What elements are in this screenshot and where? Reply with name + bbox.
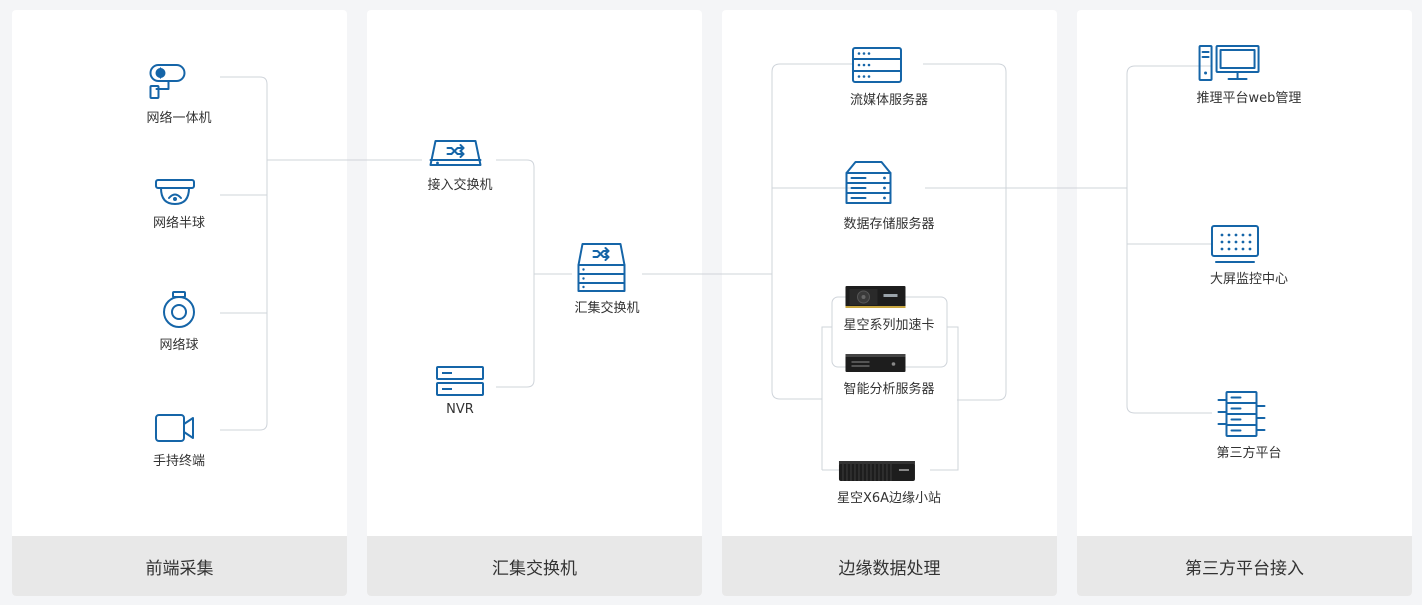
node-big-screen: 大屏监控中心 [1210,224,1288,287]
stage-aggregation-switch: 汇集交换机 [367,10,702,596]
node-dome-camera: 网络半球 [153,176,205,231]
stage-title: 第三方平台接入 [1077,536,1412,596]
node-network-camera: 网络一体机 [146,61,212,126]
edge-box-icon [837,459,941,483]
node-label: 星空系列加速卡 [843,318,935,333]
node-label: 推理平台web管理 [1196,91,1302,106]
node-streaming-server: 流媒体服务器 [850,45,928,108]
stage-title: 边缘数据处理 [722,536,1057,596]
node-label: 手持终端 [152,454,206,469]
bullet-camera-icon [146,61,211,103]
node-label: 智能分析服务器 [843,382,935,397]
node-label: 大屏监控中心 [1209,272,1289,287]
stage-title: 前端采集 [12,536,347,596]
node-accel-card: 星空系列加速卡 [843,284,935,333]
node-access-switch: 接入交换机 [427,138,493,193]
stacked-switch-icon [574,241,639,293]
accelerator-card-icon [843,284,934,310]
node-nvr: NVR [434,364,486,417]
node-label: 数据存储服务器 [843,217,935,232]
node-label: 星空X6A边缘小站 [836,491,942,506]
big-screen-icon [1210,224,1288,264]
video-camera-icon [153,410,205,446]
node-label: 汇集交换机 [574,301,640,316]
node-analysis-server: 智能分析服务器 [843,352,935,397]
rack-server-icon [843,352,934,374]
node-label: 网络一体机 [146,111,212,126]
server-rack-icon [850,45,928,85]
node-label: 接入交换机 [427,178,493,193]
node-ball-camera: 网络球 [159,290,199,353]
node-label: NVR [446,402,474,417]
node-aggregation-switch: 汇集交换机 [574,241,640,316]
node-label: 网络球 [159,338,199,353]
ball-camera-icon [159,290,199,330]
server-cabinet-icon [1216,390,1281,438]
node-edge-station: 星空X6A边缘小站 [837,459,941,506]
node-label: 网络半球 [152,216,206,231]
node-label: 第三方平台 [1216,446,1282,461]
dome-camera-icon [153,176,205,208]
storage-server-icon [843,159,934,209]
desktop-computer-icon [1197,43,1302,83]
node-web-admin: 推理平台web管理 [1196,43,1302,106]
node-label: 流媒体服务器 [849,93,929,108]
stage-front-collection: 前端采集 [12,10,347,596]
node-third-party: 第三方平台 [1216,390,1282,461]
node-storage-server: 数据存储服务器 [843,159,935,232]
node-handheld: 手持终端 [153,410,205,469]
nvr-icon [434,364,486,398]
network-switch-icon [427,138,492,170]
stage-title: 汇集交换机 [367,536,702,596]
